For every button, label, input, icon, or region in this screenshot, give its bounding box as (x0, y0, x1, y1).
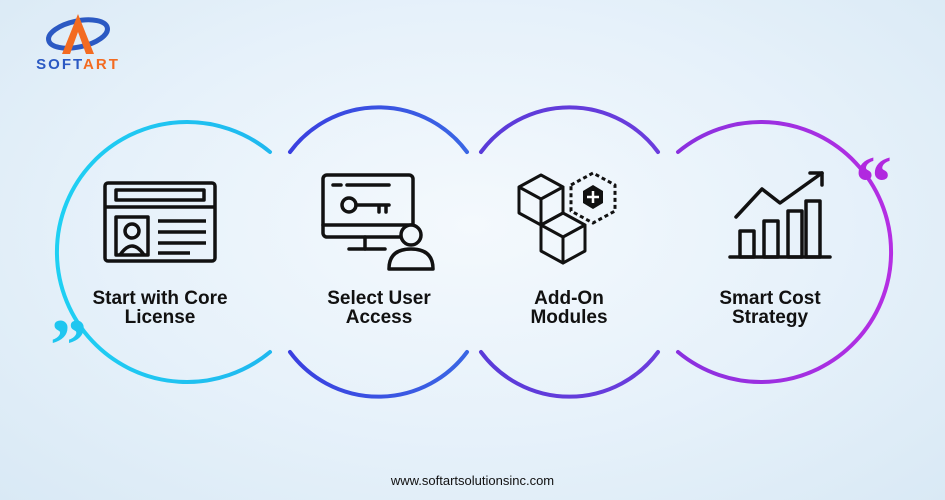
cube-modules-plus-icon (517, 171, 617, 265)
arc-3-bottom (479, 350, 660, 399)
arc-2-bottom (288, 350, 469, 399)
brand-logo: SOFTART (28, 8, 128, 78)
arc-2-top (288, 105, 469, 154)
arc-1-left (54, 120, 272, 384)
brand-name: SOFTART (36, 56, 120, 73)
arc-3-top (479, 105, 660, 154)
open-quote-icon: “ (855, 142, 892, 224)
close-quote-icon: ” (50, 305, 87, 387)
bar-chart-trend-icon (728, 171, 832, 259)
monitor-key-user-icon (321, 173, 435, 271)
brand-mark-icon (46, 14, 110, 54)
arc-4-right (676, 120, 894, 384)
website-url: www.softartsolutionsinc.com (390, 473, 555, 488)
id-card-icon (103, 181, 217, 263)
